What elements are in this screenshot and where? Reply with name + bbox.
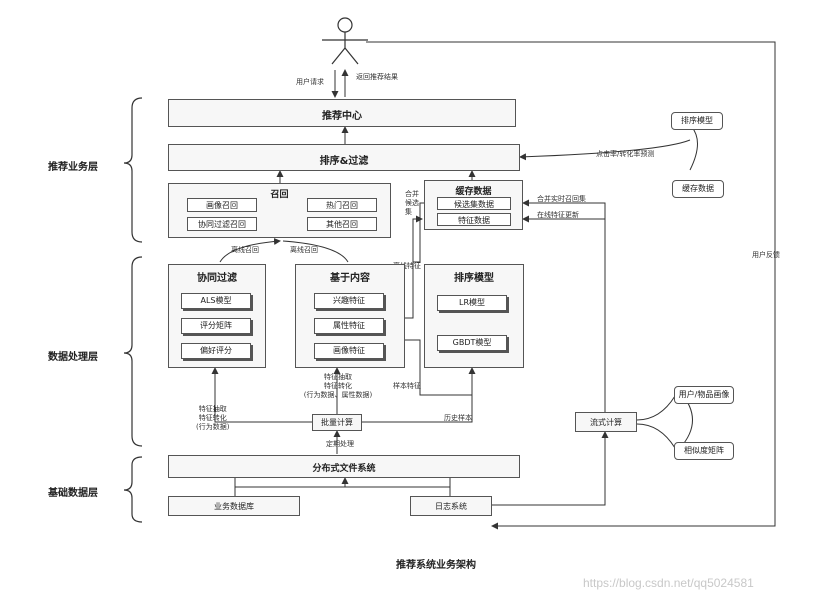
sort-model-node: 排序模型	[671, 112, 723, 130]
layer-processing: 数据处理层	[48, 352, 98, 363]
layer-business: 推荐业务层	[48, 162, 98, 173]
candidate-set-data: 候选集数据	[437, 197, 511, 210]
rank-box: 排序模型 LR模型 GBDT模型	[424, 264, 524, 368]
offline-feature-label: 离线特征	[393, 262, 421, 270]
portrait-feature: 画像特征	[314, 343, 384, 359]
offline-recall-right-label: 离线召回	[290, 246, 318, 254]
figure-caption: 推荐系统业务架构	[396, 560, 476, 571]
batch-compute-box: 批量计算	[312, 414, 362, 431]
ctr-prediction-label: 点击率/转化率预测	[596, 150, 655, 158]
sort-filter-box: 排序&过滤	[168, 144, 520, 171]
als-model: ALS模型	[181, 293, 251, 309]
batch-left-note: 特征抽取 特征转化 (行为数据)	[196, 405, 230, 431]
user-figure	[322, 17, 368, 65]
batch-compute-label: 批量计算	[321, 418, 353, 427]
recall-title: 召回	[270, 190, 289, 200]
rating-matrix: 评分矩阵	[181, 318, 251, 334]
log-system-label: 日志系统	[435, 502, 467, 511]
watermark: https://blog.csdn.net/qq5024581	[583, 576, 754, 590]
cache-box: 缓存数据 候选集数据 特征数据	[424, 180, 523, 230]
sample-feature-label: 样本特征	[393, 382, 421, 390]
timing-label: 定期处理	[326, 440, 354, 448]
dfs-label: 分布式文件系统	[312, 464, 376, 474]
recall-box: 召回 画像召回 热门召回 协同过滤召回 其他召回	[168, 183, 391, 238]
user-item-portrait-node: 用户/物品画像	[674, 386, 734, 404]
dfs-box: 分布式文件系统	[168, 455, 520, 478]
stream-compute-label: 流式计算	[590, 418, 622, 427]
log-system-box: 日志系统	[410, 496, 492, 516]
cf-box: 协同过滤 ALS模型 评分矩阵 偏好评分	[168, 264, 266, 368]
rank-title: 排序模型	[454, 273, 494, 284]
recommend-center-label: 推荐中心	[322, 111, 362, 122]
hot-recall: 热门召回	[307, 198, 377, 212]
interest-feature: 兴趣特征	[314, 293, 384, 309]
cache-title: 缓存数据	[455, 187, 492, 197]
content-box: 基于内容 兴趣特征 属性特征 画像特征	[295, 264, 405, 368]
merge-realtime-label: 合并实时召回集	[537, 195, 586, 203]
cf-recall: 协同过滤召回	[187, 217, 257, 231]
business-db-label: 业务数据库	[214, 502, 254, 511]
return-result-label: 返回推荐结果	[356, 73, 398, 81]
batch-mid-note: 特征抽取 特征转化 (行为数据、属性数据)	[303, 373, 373, 399]
business-db-box: 业务数据库	[168, 496, 300, 516]
history-sample-label: 历史样本	[444, 414, 472, 422]
attribute-feature: 属性特征	[314, 318, 384, 334]
online-update-label: 在线特征更新	[537, 211, 579, 219]
lr-model: LR模型	[437, 295, 507, 311]
similarity-matrix-node: 相似度矩阵	[674, 442, 734, 460]
sort-filter-label: 排序&过滤	[319, 156, 369, 167]
offline-recall-left-label: 离线召回	[231, 246, 259, 254]
gbdt-model: GBDT模型	[437, 335, 507, 351]
merge-candidate-label: 合并 候选集	[405, 190, 419, 216]
portrait-recall: 画像召回	[187, 198, 257, 212]
user-feedback-label: 用户反馈	[752, 251, 780, 259]
stream-compute-box: 流式计算	[575, 412, 637, 432]
user-request-label: 用户请求	[296, 78, 324, 86]
feature-data: 特征数据	[437, 213, 511, 226]
recommend-center-box: 推荐中心	[168, 99, 516, 127]
cache-data-node: 缓存数据	[672, 180, 724, 198]
preference-score: 偏好评分	[181, 343, 251, 359]
other-recall: 其他召回	[307, 217, 377, 231]
layer-base: 基础数据层	[48, 488, 98, 499]
cf-title: 协同过滤	[197, 273, 237, 284]
content-title: 基于内容	[330, 273, 370, 284]
